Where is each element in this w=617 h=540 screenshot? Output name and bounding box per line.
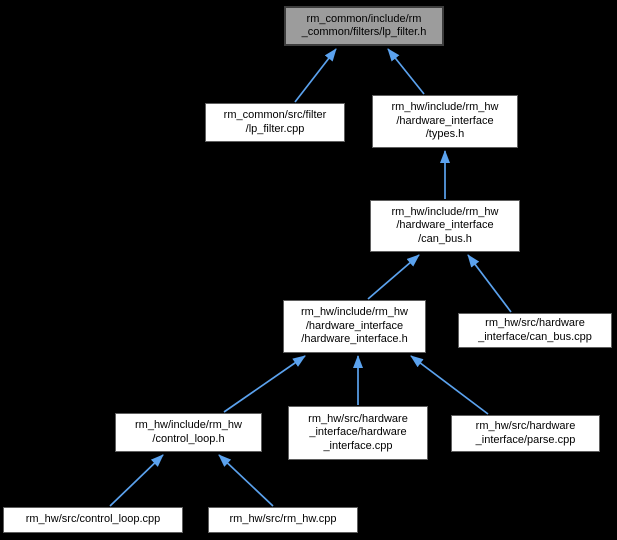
node-label-line: /hardware_interface: [396, 114, 494, 127]
edge-rm_hw_cpp-to-control_loop_h: [218, 454, 274, 507]
node-types-h[interactable]: rm_hw/include/rm_hw /hardware_interface …: [372, 95, 518, 148]
edge-lp_filter_cpp-to-lp_filter_h: [294, 48, 337, 103]
node-label-line: _common/filters/lp_filter.h: [301, 26, 427, 38]
edge-types_h-to-lp_filter_h: [387, 48, 425, 95]
node-label-line: rm_hw/src/hardware: [485, 317, 585, 329]
node-label-line: rm_hw/src/hardware: [308, 412, 408, 425]
node-label-line: /hardware_interface: [396, 219, 494, 232]
node-label-line: /can_bus.h: [418, 232, 472, 245]
node-label-line: /hardware_interface: [305, 319, 404, 332]
node-label-line: rm_hw/include/rm_hw: [391, 101, 499, 114]
node-label-line: rm_common/src/filter: [223, 109, 327, 121]
edge-control_loop_h-to-hardware_interface_h: [223, 355, 306, 413]
node-label-line: rm_hw/src/rm_hw.cpp: [229, 513, 337, 526]
edge-parse_cpp-to-hardware_interface_h: [410, 355, 489, 415]
node-can-bus-cpp[interactable]: rm_hw/src/hardware _interface/can_bus.cp…: [458, 313, 612, 348]
edge-can_bus_cpp-to-can_bus_h: [467, 254, 512, 313]
node-parse-cpp[interactable]: rm_hw/src/hardware _interface/parse.cpp: [451, 415, 600, 452]
node-label-line: /hardware_interface.h: [301, 333, 408, 346]
node-label-line: rm_hw/include/rm_hw: [301, 306, 408, 319]
node-can-bus-h[interactable]: rm_hw/include/rm_hw /hardware_interface …: [370, 200, 520, 252]
node-control-loop-cpp[interactable]: rm_hw/src/control_loop.cpp: [3, 507, 183, 533]
node-label-line: /control_loop.h: [152, 432, 225, 445]
node-label-line: rm_hw/src/hardware: [475, 420, 576, 432]
node-control-loop-h[interactable]: rm_hw/include/rm_hw /control_loop.h: [115, 413, 262, 452]
node-label-line: /types.h: [425, 128, 465, 141]
edge-hardware_interface_h-to-can_bus_h: [367, 254, 420, 300]
node-label-line: _interface/parse.cpp: [475, 433, 576, 446]
node-label-line: rm_hw/include/rm_hw: [391, 205, 499, 218]
node-label-line: rm_hw/include/rm_hw: [135, 419, 242, 431]
edge-control_loop_cpp-to-control_loop_h: [109, 454, 164, 507]
node-label-line: _interface/hardware: [309, 426, 407, 439]
node-label-line: rm_common/include/rm: [306, 12, 422, 25]
node-label-line: _interface/can_bus.cpp: [478, 330, 592, 343]
node-hardware-interface-cpp[interactable]: rm_hw/src/hardware _interface/hardware _…: [288, 406, 428, 460]
node-rm-hw-cpp[interactable]: rm_hw/src/rm_hw.cpp: [208, 507, 358, 533]
node-hardware-interface-h[interactable]: rm_hw/include/rm_hw /hardware_interface …: [283, 300, 426, 353]
node-label-line: /lp_filter.cpp: [245, 122, 305, 135]
node-label-line: _interface.cpp: [323, 439, 393, 452]
node-label-line: rm_hw/src/control_loop.cpp: [25, 513, 161, 526]
node-lp-filter-h: rm_common/include/rm _common/filters/lp_…: [284, 6, 444, 46]
node-lp-filter-cpp[interactable]: rm_common/src/filter /lp_filter.cpp: [205, 103, 345, 142]
